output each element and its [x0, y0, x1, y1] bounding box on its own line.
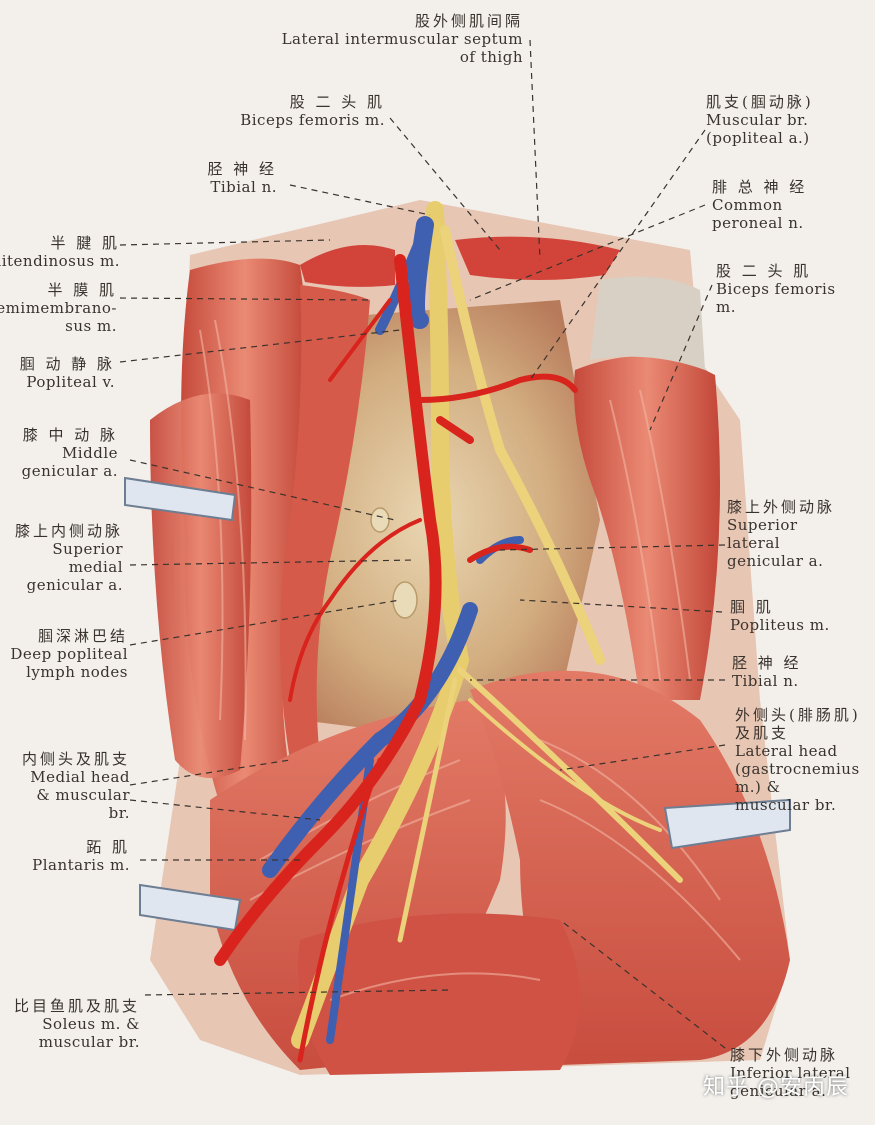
biceps-femoris-muscle [574, 356, 720, 700]
label-muscular-branch-popliteal: 肌支(腘动脉)Muscular br.(popliteal a.) [706, 93, 814, 147]
watermark: 知乎 @安丙辰 [703, 1075, 849, 1100]
semimembranosus-muscle [280, 285, 370, 760]
cut-muscle-right [455, 236, 620, 280]
lateral-fascia [590, 276, 705, 370]
soleus-muscle [298, 913, 580, 1075]
arteries [214, 254, 578, 1063]
retractor-left-upper [124, 476, 237, 522]
common-peroneal-nerve [440, 225, 605, 665]
label-semitendinosus: 半 腱 肌Semitendinosus m. [0, 234, 120, 270]
leader-lines [119, 39, 726, 1049]
popliteal-artery [214, 254, 442, 966]
cut-muscle-left [300, 245, 395, 287]
lymph-nodes [370, 507, 418, 619]
retractor-right [663, 798, 791, 850]
label-semimembranosus: 半 膜 肌Semimembrano-sus m. [0, 281, 117, 335]
medial-retracted-muscle [150, 393, 252, 778]
